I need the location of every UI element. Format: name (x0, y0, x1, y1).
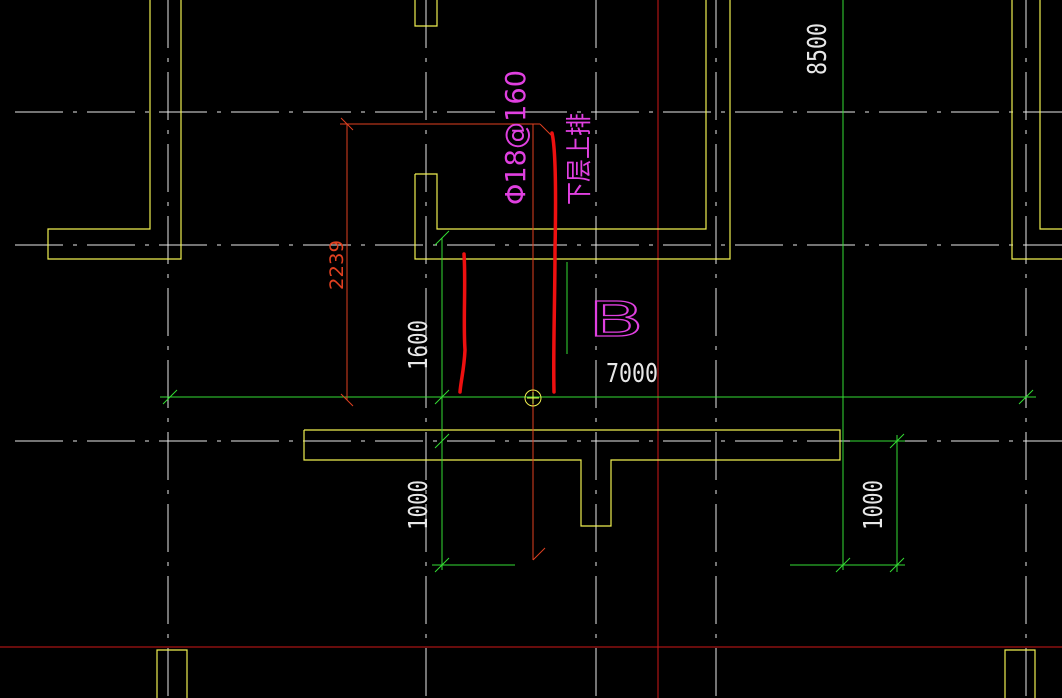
wall-right (1011, 0, 1062, 260)
dim-label-1000-right: 1000 (859, 480, 889, 530)
wall-right-inner (1039, 0, 1062, 230)
red-tick-top (340, 117, 354, 131)
tick-2 (434, 230, 450, 246)
markup-strokes (458, 131, 558, 394)
wall-top-stub (414, 0, 438, 27)
origin-circle (524, 389, 542, 407)
markup-stroke-right (550, 131, 558, 394)
wall-beam-t (303, 429, 841, 527)
red-dimension (340, 117, 553, 561)
tick-8 (889, 557, 905, 573)
rebar-spec-label: Φ18@160 (499, 70, 532, 205)
tick-7 (889, 433, 905, 449)
dim-label-1600: 1600 (404, 320, 434, 370)
wall-top-left (47, 0, 182, 260)
red-arrow-bottom (532, 547, 546, 561)
tick-6 (835, 557, 851, 573)
red-leader-diag (539, 123, 553, 137)
wall-bottom-left (156, 649, 188, 698)
wall-bottom-right (1004, 649, 1036, 698)
markup-stroke-left (458, 252, 467, 394)
origin-marker[interactable] (524, 389, 542, 407)
wall-center-u (415, 0, 707, 230)
dim-label-8500: 8500 (803, 23, 833, 75)
dim-label-2239: 2239 (326, 240, 348, 290)
green-dimensions (160, 0, 1036, 573)
tick-4 (434, 433, 450, 449)
tick-3 (434, 389, 450, 405)
dim-label-1000-left: 1000 (404, 480, 434, 530)
dim-label-7000: 7000 (606, 359, 658, 389)
grid-bubble-b: B (588, 292, 644, 348)
rebar-note-label: 下层上排 (565, 113, 595, 205)
red-tick-bottom (340, 393, 354, 407)
wall-center-u-outer (414, 0, 731, 260)
walls (47, 0, 1062, 698)
tick-9 (1018, 389, 1034, 405)
tick-5 (434, 557, 450, 573)
axis-grid (15, 0, 1062, 698)
tick-1 (162, 389, 178, 405)
